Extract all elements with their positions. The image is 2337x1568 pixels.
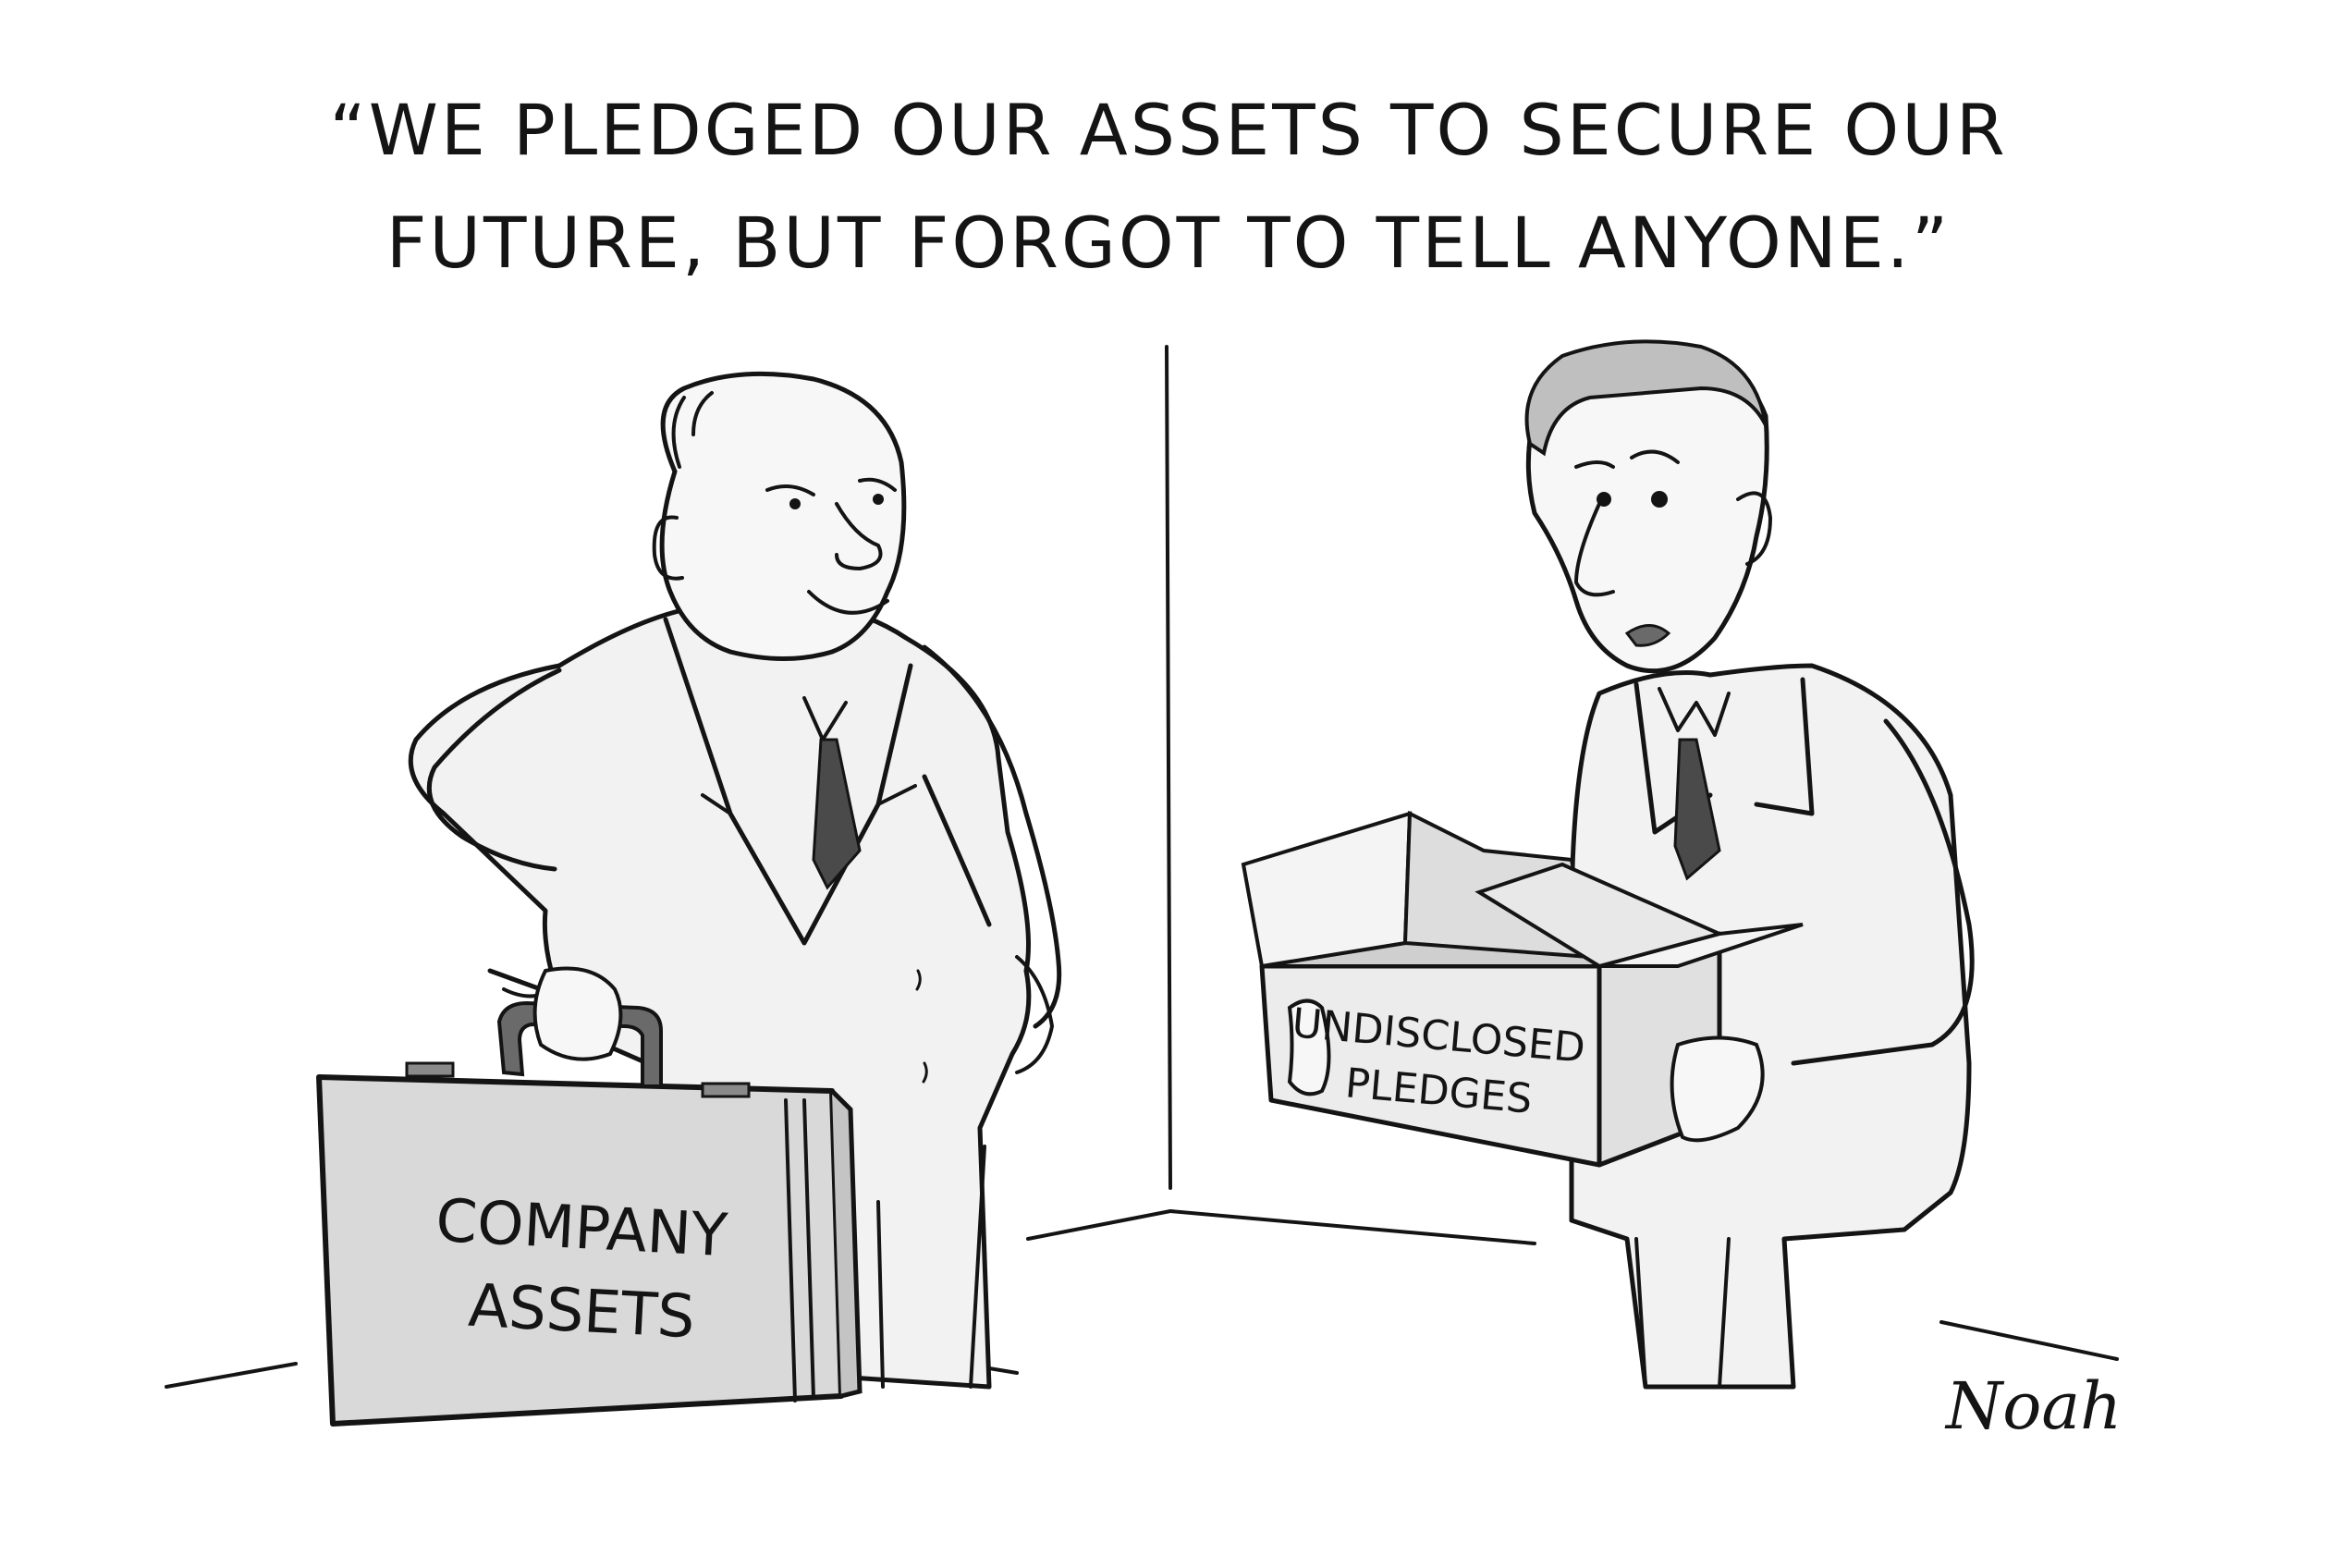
briefcase-label-line-2: ASSETS: [467, 1272, 697, 1353]
briefcase: COMPANY ASSETS: [316, 966, 863, 1427]
right-man: [1524, 339, 1975, 1390]
caption-line-2: FUTURE, BUT FORGOT TO TELL ANYONE.”: [385, 202, 1952, 284]
caption-line-1: “WE PLEDGED OUR ASSETS TO SECURE OUR: [329, 89, 2008, 171]
briefcase-label-line-1: COMPANY: [434, 1187, 730, 1270]
left-man: [408, 371, 1062, 1390]
cardboard-box: UNDISCLOSED PLEDGES: [1241, 810, 1804, 1168]
artist-signature: Noah: [1946, 1368, 2123, 1444]
